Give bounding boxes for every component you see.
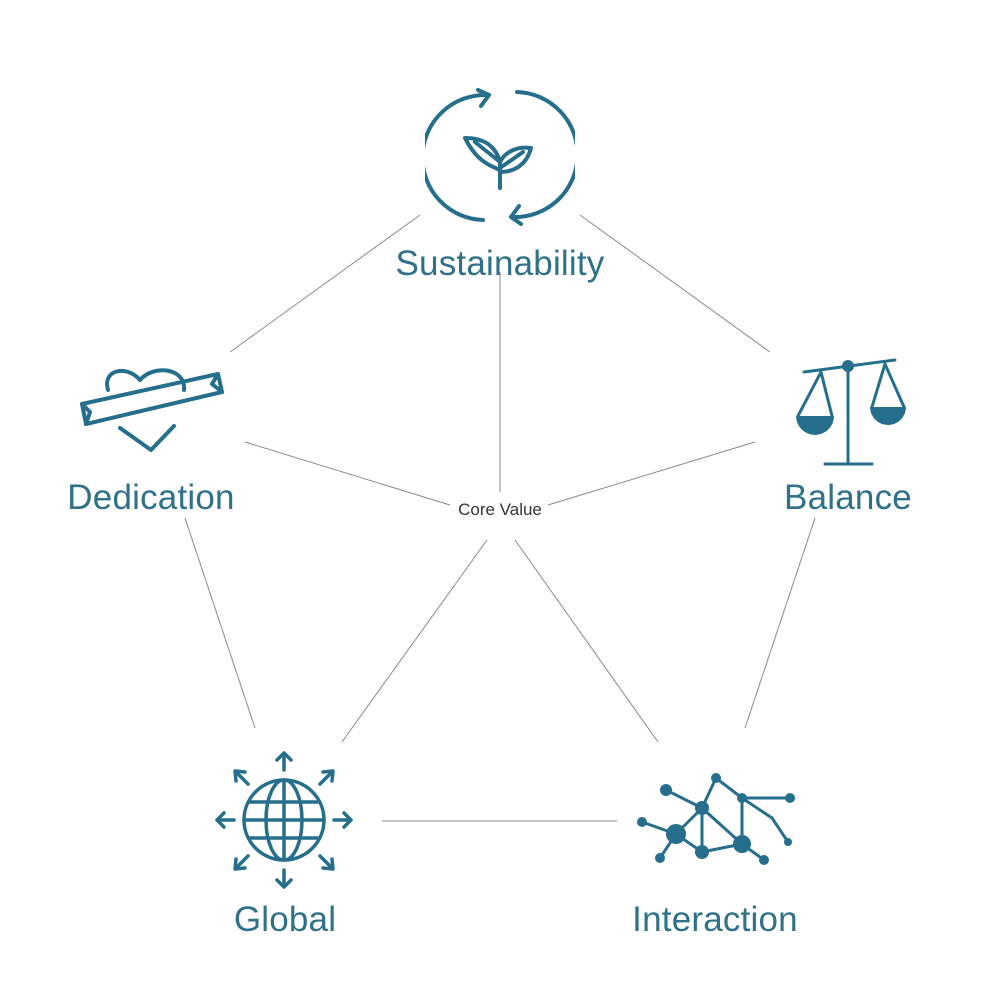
globe-arrows-icon <box>215 751 353 889</box>
edge-balance-interaction <box>744 517 816 729</box>
scale-icon <box>796 358 906 466</box>
spoke-balance <box>547 441 756 506</box>
node-label-sustainability: Sustainability <box>395 244 605 283</box>
edge-sustainability-balance <box>579 214 771 353</box>
edge-global-dedication <box>184 517 256 729</box>
edge-dedication-sustainability <box>229 214 421 353</box>
node-label-interaction: Interaction <box>632 900 798 939</box>
spoke-global <box>341 539 488 743</box>
node-label-balance: Balance <box>784 478 912 517</box>
heart-banner-icon <box>80 368 224 452</box>
node-label-global: Global <box>233 900 337 939</box>
node-label-dedication: Dedication <box>67 478 235 517</box>
center-label: Core Value <box>458 500 542 519</box>
network-icon <box>637 773 795 865</box>
spoke-dedication <box>244 441 451 506</box>
spoke-interaction <box>514 539 659 743</box>
recycle-leaf-icon <box>425 88 575 226</box>
